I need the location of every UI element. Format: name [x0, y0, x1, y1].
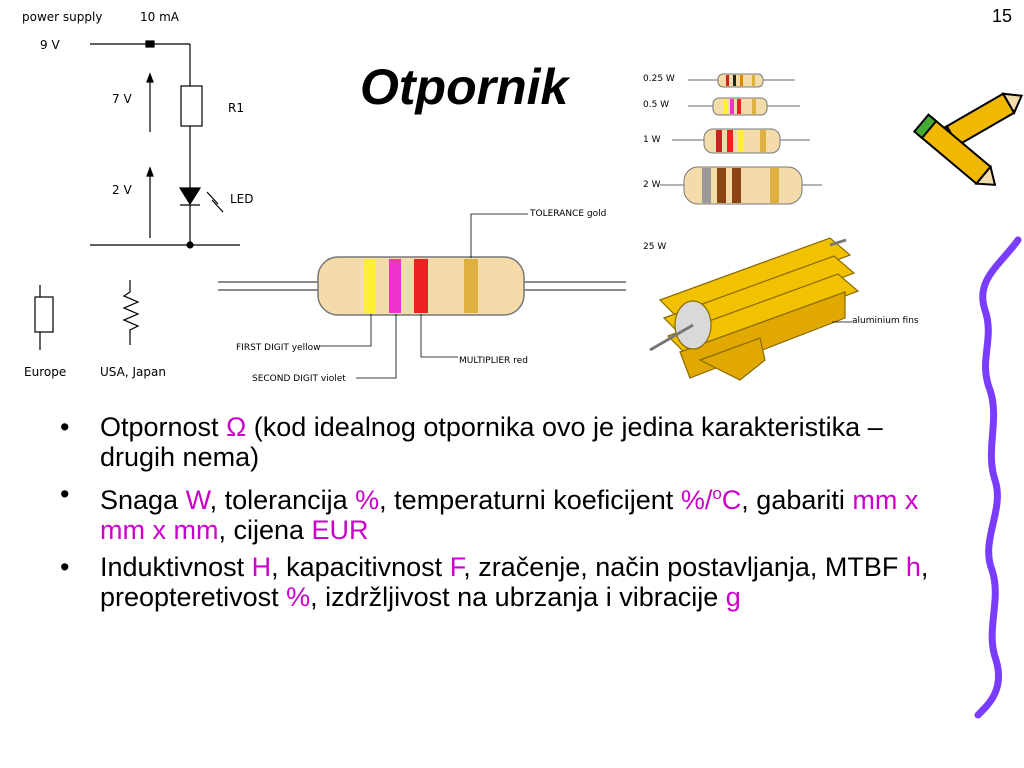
current-label: 10 mA [140, 10, 179, 24]
band-multiplier-red [414, 259, 428, 313]
power-25w-label: 25 W [643, 242, 667, 252]
power-supply-label: power supply [22, 10, 103, 24]
europe-label: Europe [24, 365, 67, 379]
supply-voltage-label: 9 V [40, 38, 60, 52]
band-second-violet [389, 259, 401, 313]
bullet-list: •Otpornost Ω (kod idealnog otpornika ovo… [60, 412, 960, 619]
band-tolerance-gold [464, 259, 478, 313]
bullet-power: •Snaga W, tolerancija %, temperaturni ko… [60, 479, 919, 545]
power-1w-label: 1 W [643, 135, 661, 145]
second-digit-label: SECOND DIGIT violet [252, 374, 346, 384]
bullet-inductance: •Induktivnost H, kapacitivnost F, zračen… [60, 552, 929, 612]
band-first-yellow [364, 259, 376, 313]
purple-border-squiggle [974, 236, 1022, 719]
tolerance-label: TOLERANCE gold [530, 209, 607, 219]
multiplier-label: MULTIPLIER red [459, 356, 528, 366]
led-voltage-label: 2 V [112, 183, 132, 197]
bullet-resistance: •Otpornost Ω (kod idealnog otpornika ovo… [60, 412, 883, 472]
power-05w-label: 0.5 W [643, 100, 670, 110]
first-digit-label: FIRST DIGIT yellow [236, 343, 321, 353]
resistor-voltage-label: 7 V [112, 92, 132, 106]
pencils-clipart [912, 92, 1024, 186]
power-025w-label: 0.25 W [643, 74, 675, 84]
slide-title: Otpornik [360, 59, 569, 115]
resistor-label: R1 [228, 101, 244, 115]
power-2w-label: 2 W [643, 180, 661, 190]
aluminium-fins-label: aluminium fins [852, 316, 919, 326]
led-label: LED [230, 192, 254, 206]
slide-number: 15 [991, 6, 1012, 26]
usa-japan-label: USA, Japan [100, 365, 166, 379]
